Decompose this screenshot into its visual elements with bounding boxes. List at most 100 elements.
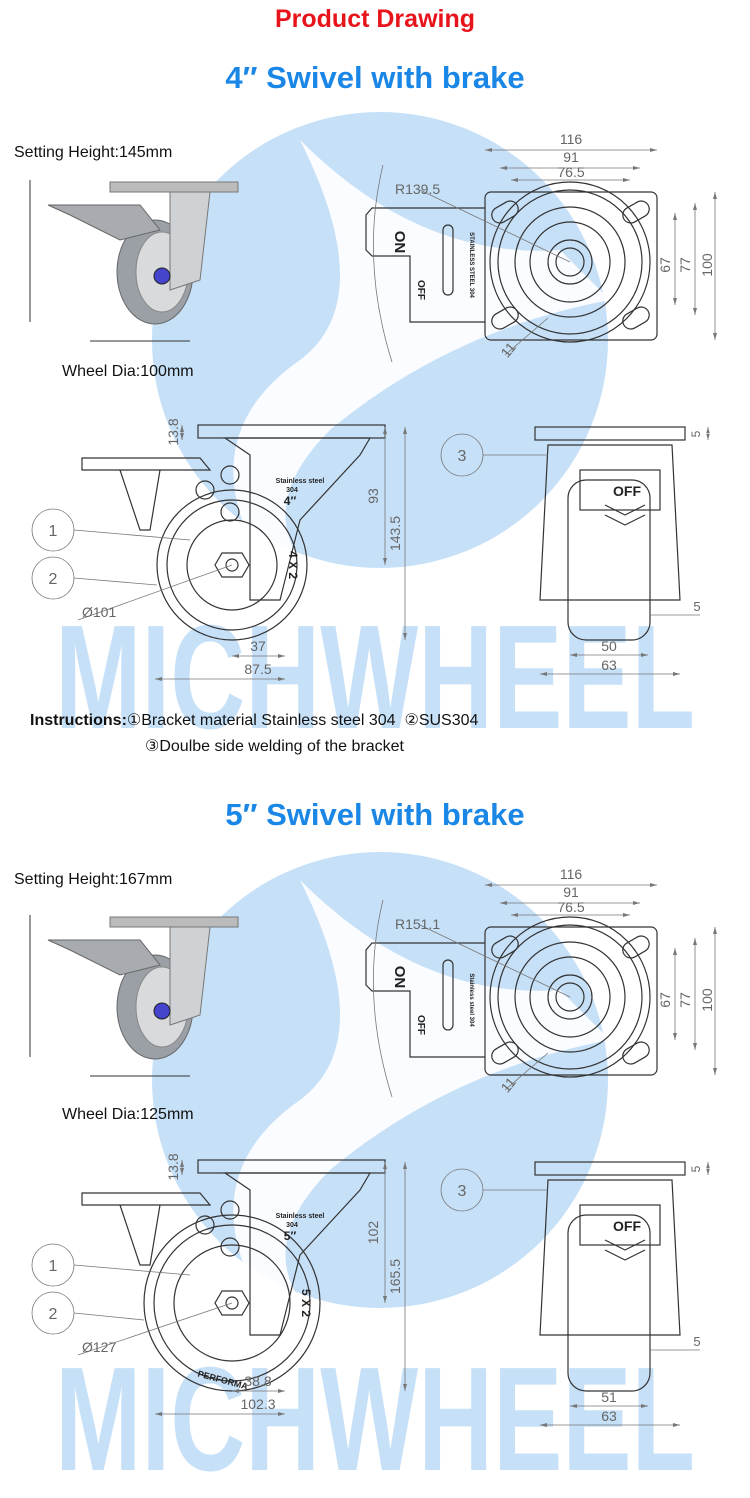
tread-mark: PERFORMA (197, 1369, 250, 1392)
bracket-rivet (220, 1237, 240, 1257)
front-bracket (539, 444, 681, 601)
setting-height-label: Setting Height:145mm (14, 144, 173, 161)
side-bracket (223, 437, 372, 601)
dim-77: 77 (677, 257, 693, 273)
dim-76-5: 76.5 (557, 164, 584, 180)
bracket-rivet (195, 480, 215, 500)
axle-nut (214, 552, 250, 578)
radius-leader (419, 924, 571, 998)
wheel-mark: 5 X 2 (299, 1289, 313, 1317)
wheel-ring (514, 941, 626, 1053)
bracket-stamp: Stainless steel 304 (468, 973, 474, 1027)
bracket-text: Stainless steel (276, 1213, 325, 1220)
radius-arc (373, 899, 393, 1098)
callout-2-leader (73, 1312, 145, 1321)
dim-100: 100 (699, 253, 715, 277)
bolt-slot (491, 1041, 519, 1065)
photo-axle-nut (153, 1002, 171, 1020)
bolt-slot (622, 935, 650, 959)
dim-116: 116 (560, 131, 583, 147)
dim-radius: R139.5 (395, 181, 440, 197)
front-plate (534, 1161, 686, 1176)
bracket-grade: 304 (286, 487, 298, 494)
brake-pedal (119, 1204, 161, 1266)
caster-photo (29, 180, 239, 342)
dim-11: 11 (497, 1074, 519, 1096)
on-label: ON (391, 231, 408, 254)
front-bracket (539, 1179, 681, 1336)
setting-height-label: Setting Height:167mm (14, 871, 173, 888)
caster-photo (29, 915, 239, 1077)
dim-13-8: 13.8 (165, 1153, 181, 1180)
axle (225, 1296, 239, 1310)
callout-1: 1 (49, 1258, 58, 1275)
photo-top-plate (109, 181, 239, 193)
bracket-stamp: STAINLESS STEEL 304 (468, 232, 474, 298)
dim-13-8: 13.8 (165, 418, 181, 445)
wheel-ring (547, 239, 593, 285)
radius-leader (419, 189, 571, 263)
bolt-slot (622, 1041, 650, 1065)
watermark-logo (152, 112, 611, 1308)
bolt-slot (491, 306, 519, 330)
photo-brake-lever (47, 204, 161, 241)
dim-77: 77 (677, 992, 693, 1008)
bracket-text: Stainless steel (276, 478, 325, 485)
dim-axle: 93 (365, 488, 381, 504)
front-off-label: OFF (613, 483, 641, 499)
dim-11: 11 (497, 339, 519, 361)
wheel-ring (489, 181, 651, 343)
dim-bracket: 63 (601, 1408, 617, 1424)
dim-plate: 5 (689, 1165, 703, 1172)
dim-offset-2: 102.3 (240, 1396, 275, 1412)
instructions-label: Instructions: (30, 712, 127, 729)
brake-chevron (604, 504, 646, 526)
diameter-leader (77, 1302, 233, 1356)
callout-2: 2 (49, 571, 58, 588)
wheel-ring (497, 924, 643, 1070)
wheel-ring (514, 206, 626, 318)
photo-brake-lever (47, 939, 161, 976)
bolt-slot (622, 200, 650, 224)
on-label: ON (391, 966, 408, 989)
dim-67: 67 (657, 992, 673, 1008)
brake-lever (81, 1192, 212, 1206)
size-mark: 5″ (284, 1229, 297, 1243)
bracket-grade: 304 (286, 1222, 298, 1229)
offset-leader (504, 1052, 549, 1091)
axle-nut (214, 1290, 250, 1316)
dim-diameter: Ø101 (82, 604, 116, 620)
callout-2-leader (73, 577, 158, 586)
callout-3: 3 (458, 1183, 467, 1200)
bracket-rivet (195, 1215, 215, 1235)
instruction-item-2: ②SUS304 (404, 712, 479, 729)
bolt-slot (491, 935, 519, 959)
dimension-arrow (180, 425, 184, 440)
front-off-label: OFF (613, 1218, 641, 1234)
side-plate (197, 1159, 386, 1174)
wheel-dia-label: Wheel Dia:125mm (62, 1106, 194, 1123)
dim-67: 67 (657, 257, 673, 273)
instruction-item-3: ③Doulbe side welding of the bracket (145, 738, 404, 755)
brake-box (579, 469, 661, 511)
photo-bracket (169, 191, 211, 291)
side-wheel-hub (173, 1244, 291, 1362)
bracket-rivet (220, 465, 240, 485)
mounting-plate (484, 191, 658, 341)
dim-91: 91 (563, 884, 579, 900)
wheel-dia-label: Wheel Dia:100mm (62, 363, 194, 380)
dim-100: 100 (699, 988, 715, 1012)
brake-bracket (365, 942, 485, 1058)
dim-offset-1: 37 (250, 638, 266, 654)
dimension-arrow (706, 1162, 710, 1175)
callout-3: 3 (458, 448, 467, 465)
diameter-leader (77, 564, 233, 621)
side-wheel-hub (186, 519, 278, 611)
side-bracket (223, 1172, 372, 1336)
